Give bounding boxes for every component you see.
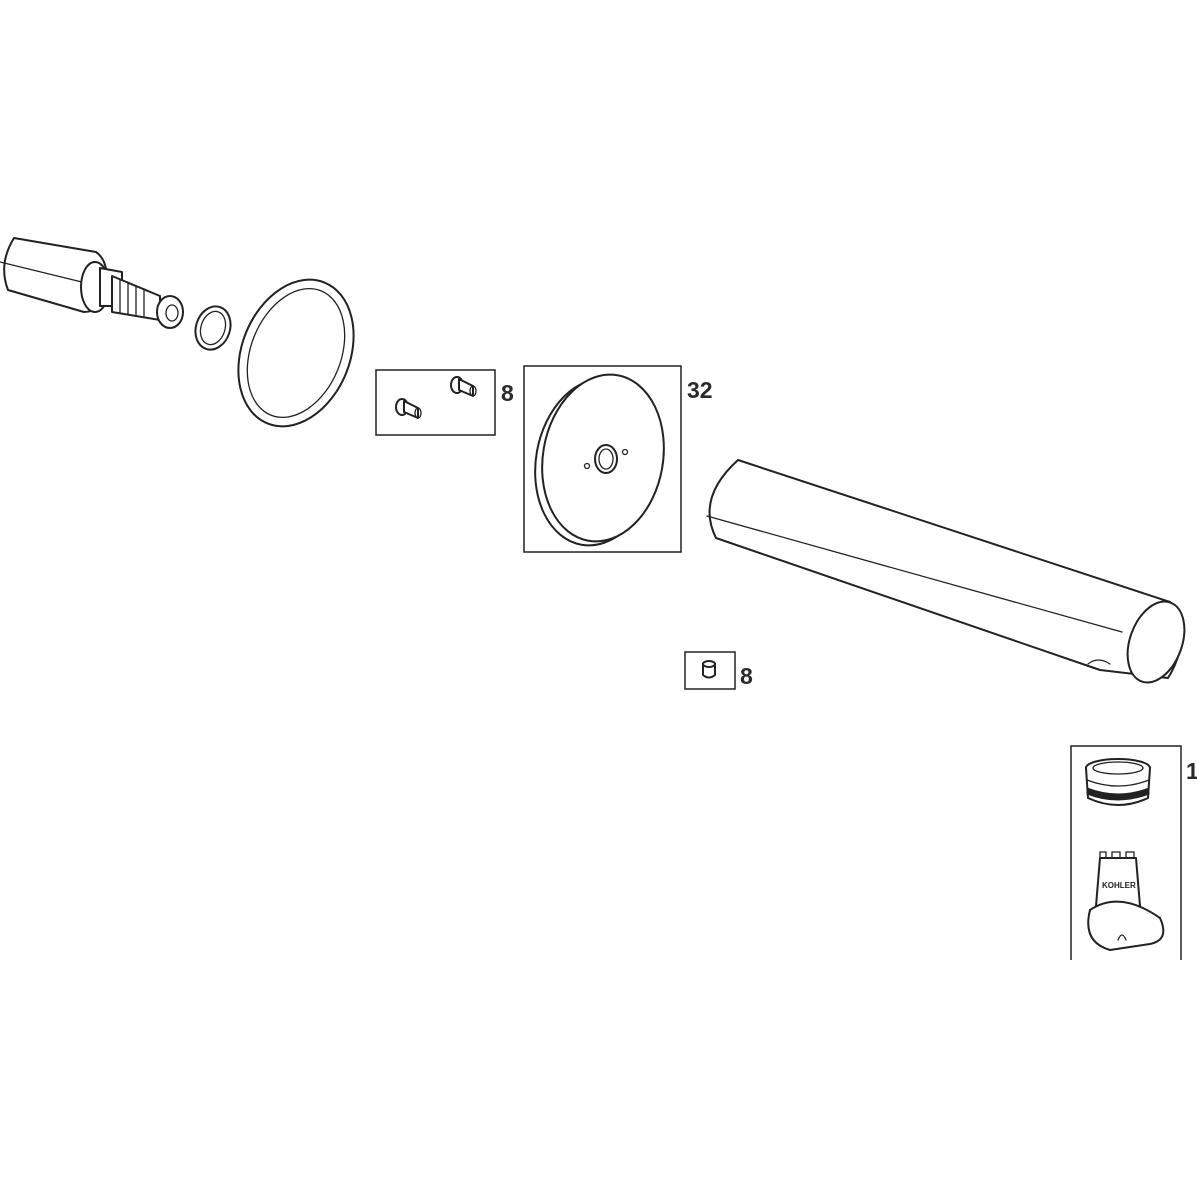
retaining-ring: [237, 278, 355, 428]
aerator-callout: KOHLER 1: [1070, 745, 1197, 960]
escutcheon-plate: [534, 373, 665, 547]
aerator: [1085, 758, 1151, 806]
set-screw-callout: 8: [684, 651, 753, 690]
aerator-quantity: 1: [1186, 758, 1197, 784]
valve-cartridge: [0, 237, 184, 329]
o-ring: [194, 305, 232, 351]
escutcheon-callout-box: [523, 365, 682, 553]
aerator-key: KOHLER: [1087, 851, 1165, 951]
screws-callout-box: [375, 369, 496, 436]
set-screw-quantity: 8: [740, 663, 753, 689]
key-logo: KOHLER: [1102, 881, 1136, 890]
screws-callout: 8: [375, 369, 514, 436]
set-screw-callout-box: [684, 651, 736, 690]
spout: [706, 459, 1186, 684]
screws-quantity: 8: [501, 380, 514, 406]
set-screw-icon: [702, 660, 716, 679]
screw-icon: [395, 398, 422, 419]
plate-quantity: 32: [687, 377, 713, 403]
escutcheon-callout: 32: [523, 365, 713, 553]
screw-icon: [450, 376, 477, 397]
aerator-callout-box: [1070, 745, 1182, 960]
